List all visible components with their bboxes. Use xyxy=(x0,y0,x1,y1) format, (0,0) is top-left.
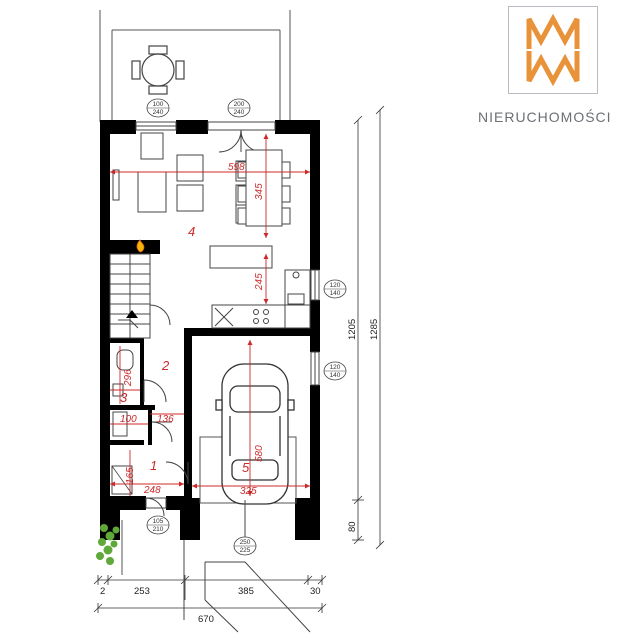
svg-text:240: 240 xyxy=(153,109,164,116)
opening-marker-garage-door: 250 225 xyxy=(233,536,257,556)
dim-entrance-width: 248 xyxy=(143,485,161,496)
outer-dimension-lines xyxy=(93,105,385,613)
dim-kitchen-depth: 245 xyxy=(254,273,265,291)
living-furniture xyxy=(112,132,283,269)
side-windows xyxy=(310,269,320,386)
room-number-bath: 3 xyxy=(120,390,128,405)
dining-chairs xyxy=(237,161,291,225)
svg-text:225: 225 xyxy=(240,547,251,554)
dim-bath-width: 100 xyxy=(120,414,137,425)
dim-depth-total: 1285 xyxy=(369,319,380,340)
wardrobe-cross xyxy=(111,465,133,495)
plant-icon xyxy=(96,524,120,565)
dim-hall-width: 296 xyxy=(123,369,134,387)
dim-corridor-width: 136 xyxy=(157,414,174,425)
room-number-living: 4 xyxy=(188,224,195,239)
driveway xyxy=(183,540,311,633)
brand-name: NIERUCHOMOŚCI xyxy=(478,109,612,125)
svg-text:120: 120 xyxy=(330,364,341,371)
opening-marker-terrace-window: 100 240 xyxy=(146,98,170,118)
svg-text:140: 140 xyxy=(330,290,341,297)
dim-seg-a: 2 xyxy=(100,586,105,597)
dim-seg-c: 385 xyxy=(238,586,254,597)
staircase xyxy=(109,253,171,339)
fire-icon xyxy=(136,239,145,253)
dim-front-offset: 80 xyxy=(347,521,358,532)
room-number-garage: 5 xyxy=(242,460,250,475)
dim-total-width: 670 xyxy=(198,614,214,625)
interior-doors xyxy=(143,379,189,517)
dim-seg-b: 253 xyxy=(134,586,150,597)
wardrobe xyxy=(111,465,133,495)
svg-text:240: 240 xyxy=(234,109,245,116)
svg-text:200: 200 xyxy=(234,101,245,108)
dimension-arrows xyxy=(110,134,310,496)
kitchen xyxy=(211,269,311,329)
dimension-lines xyxy=(110,134,310,496)
svg-text:140: 140 xyxy=(330,372,341,379)
opening-marker-kitchen-window: 120 140 xyxy=(323,279,347,299)
dim-garage-width: 325 xyxy=(240,486,257,497)
terrace-openings xyxy=(135,121,276,153)
dim-garage-depth: 580 xyxy=(254,445,265,462)
svg-text:105: 105 xyxy=(153,518,164,525)
opening-marker-terrace-door: 200 240 xyxy=(227,98,251,118)
dim-living-width: 598 xyxy=(228,162,245,173)
walls xyxy=(100,120,320,540)
terrace xyxy=(99,10,291,122)
mw-logo-icon xyxy=(526,13,580,87)
opening-marker-entrance-door: 105 210 xyxy=(146,515,170,535)
logo xyxy=(508,6,598,94)
svg-text:250: 250 xyxy=(240,539,251,546)
svg-text:120: 120 xyxy=(330,282,341,289)
dim-entrance-depth: 165 xyxy=(125,467,136,484)
stair-arrow-icon xyxy=(126,310,138,318)
dim-table-depth: 345 xyxy=(254,183,265,200)
room-number-entrance: 1 xyxy=(150,458,157,473)
opening-marker-garage-window: 120 140 xyxy=(323,361,347,381)
svg-text:100: 100 xyxy=(153,101,164,108)
car-icon xyxy=(215,363,295,505)
garden-table-icon xyxy=(131,45,185,95)
svg-text:210: 210 xyxy=(153,526,164,533)
room-number-hall: 2 xyxy=(161,358,170,373)
dim-seg-d: 30 xyxy=(310,586,321,597)
dim-depth-inner: 1205 xyxy=(347,319,358,340)
